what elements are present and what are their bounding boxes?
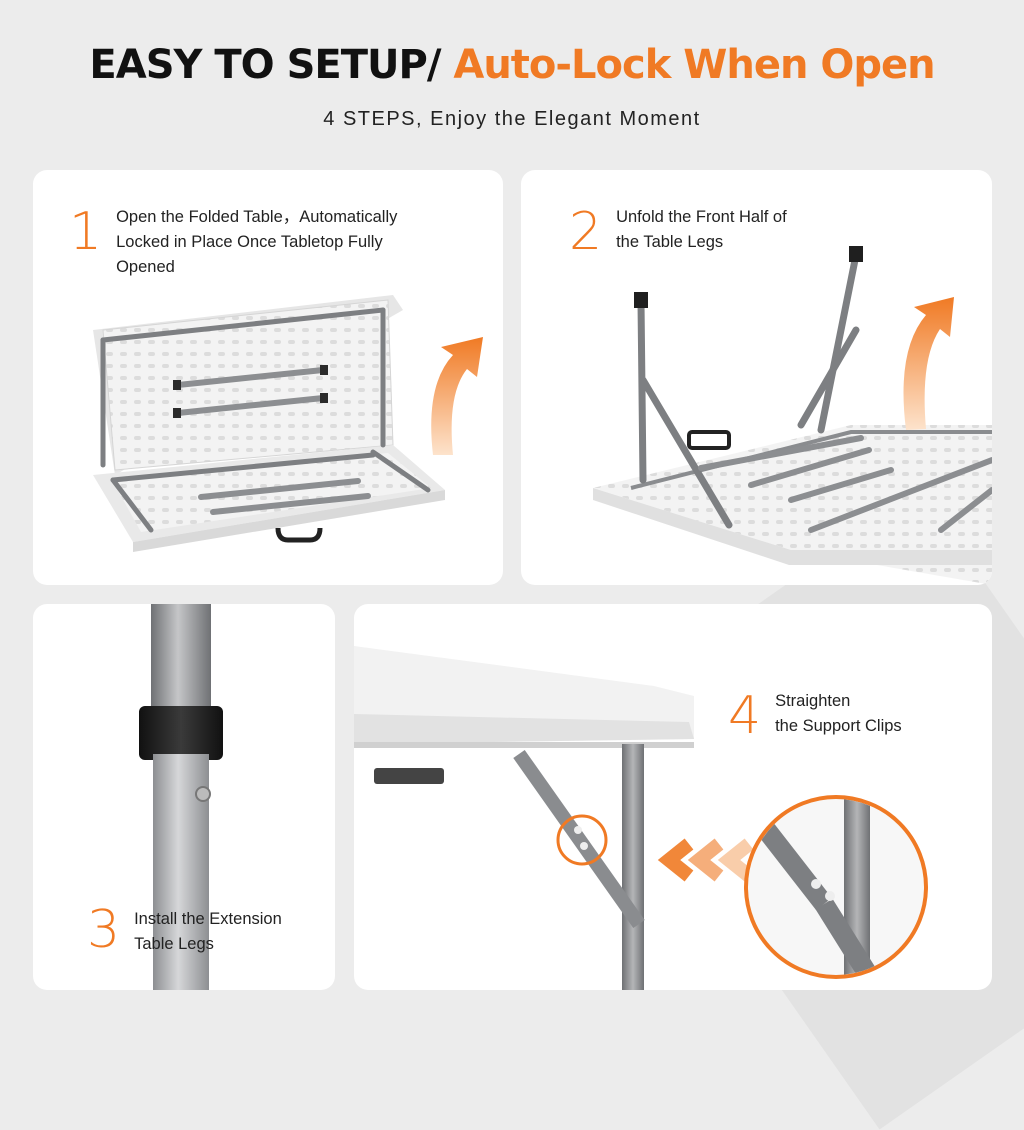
step-2-number: 2: [569, 202, 603, 262]
header: EASY TO SETUP/ Auto-Lock When Open 4 STE…: [0, 42, 1024, 131]
step-2-caption: 2 Unfold the Front Half of the Table Leg…: [569, 206, 787, 258]
step-2-panel: 2 Unfold the Front Half of the Table Leg…: [521, 170, 992, 585]
step-1-line-1: Open the Folded Table，Automatically: [116, 208, 398, 226]
step-3-caption: 3 Install the Extension Table Legs: [87, 904, 282, 957]
title-accent: Auto-Lock When Open: [453, 42, 935, 88]
step-3-line-1: Install the Extension: [134, 910, 282, 928]
step-4-caption: 4 Straighten the Support Clips: [728, 690, 902, 742]
step-4-panel: 4 Straighten the Support Clips: [354, 604, 992, 990]
step-2-line-1: Unfold the Front Half of: [616, 208, 787, 226]
step-2-line-2: the Table Legs: [616, 233, 724, 251]
unfolding-legs-illustration: [593, 246, 992, 585]
page-title: EASY TO SETUP/ Auto-Lock When Open: [0, 42, 1024, 88]
step-4-number: 4: [728, 686, 762, 746]
step-3-line-2: Table Legs: [134, 935, 214, 953]
step-4-line-2: the Support Clips: [775, 717, 902, 735]
step-1-number: 1: [69, 202, 103, 262]
step-1-panel: 1 Open the Folded Table，Automatically Lo…: [33, 170, 503, 585]
step-1-line-2: Locked in Place Once Tabletop Fully: [116, 233, 383, 251]
support-clip-illustration: [354, 646, 928, 990]
step-4-line-1: Straighten: [775, 692, 851, 710]
step-1-line-3: Opened: [116, 258, 175, 276]
folded-table-illustration: [93, 295, 483, 552]
step-1-caption: 1 Open the Folded Table，Automatically Lo…: [69, 206, 397, 280]
page-subtitle: 4 STEPS, Enjoy the Elegant Moment: [323, 108, 701, 130]
step-3-panel: 3 Install the Extension Table Legs: [33, 604, 335, 990]
step-3-number: 3: [87, 900, 121, 960]
extension-leg-illustration: [139, 604, 223, 990]
title-main: EASY TO SETUP/: [89, 42, 441, 88]
